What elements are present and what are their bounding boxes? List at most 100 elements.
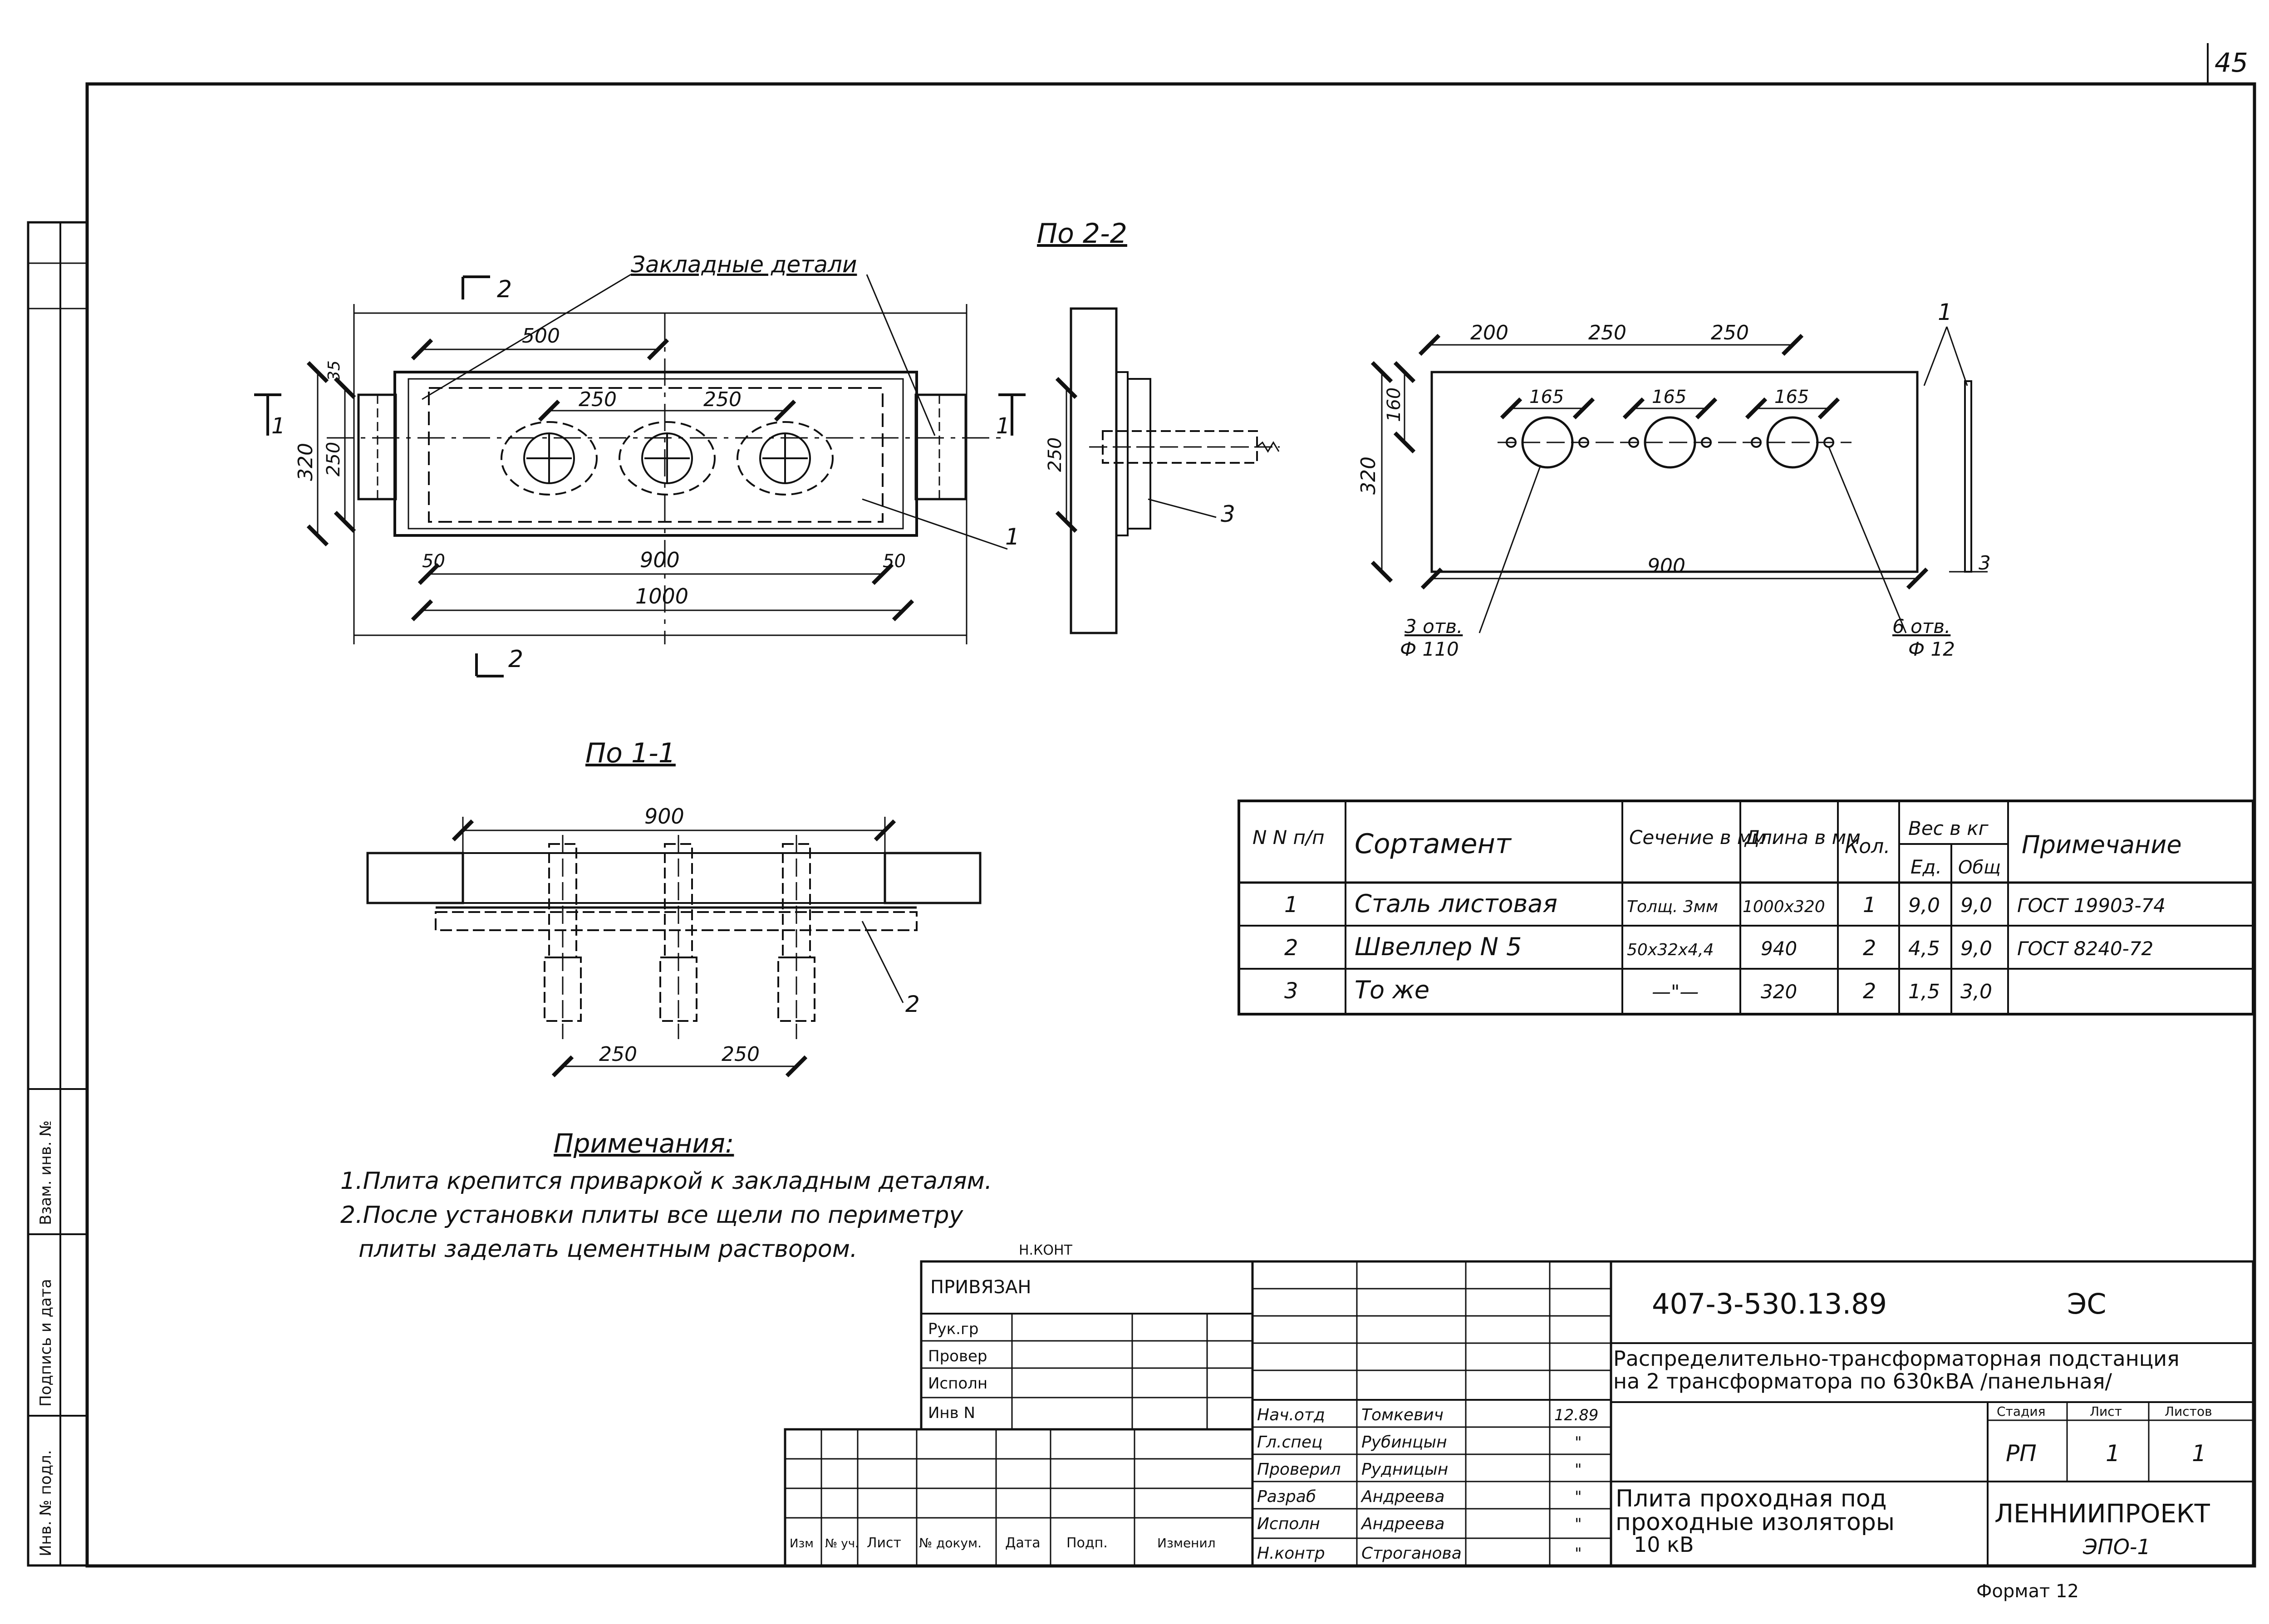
- ruk-gr-label: Рук.гр: [928, 1320, 978, 1338]
- table-row: 2 Швеллер N 5 50х32х4,4 940 2 4,5 9,0 ГО…: [1284, 932, 2153, 961]
- note-line-2: 2.После установки плиты все щели по пери…: [340, 1202, 963, 1229]
- svg-text:Сталь листовая: Сталь листовая: [1355, 889, 1557, 918]
- insulator-2: [619, 421, 716, 496]
- signature-row: Проверил Рудницын ": [1257, 1460, 1582, 1479]
- th-assortment: Сортамент: [1355, 828, 1512, 860]
- plate-dim-165-a: 165: [1529, 387, 1564, 407]
- drawing-line-1: Плита проходная под: [1616, 1485, 1887, 1512]
- signature-row: Нач.отд Томкевич 12.89: [1257, 1406, 1598, 1424]
- svg-text:Н.контр: Н.контр: [1257, 1544, 1325, 1563]
- svg-text:—"—: —"—: [1652, 981, 1699, 1003]
- table-row: 3 То же —"— 320 2 1,5 3,0: [1284, 976, 1992, 1004]
- th-length: Длина в мм: [1744, 826, 1861, 849]
- svg-text:Исполн: Исполн: [1257, 1515, 1320, 1533]
- left-margin-strip: Взам. инв. № Подпись и дата Инв. № подл.: [27, 221, 88, 1567]
- change-col-list: Лист: [867, 1535, 901, 1551]
- nkont-label: Н.КОНТ: [1019, 1242, 1073, 1258]
- section-2-2-view: По 2-2 250 3: [1037, 218, 1280, 634]
- svg-text:Томкевич: Томкевич: [1361, 1406, 1444, 1424]
- bolt-2: [659, 835, 697, 1039]
- svg-text:320: 320: [1761, 981, 1797, 1003]
- th-num: N N п/п: [1252, 826, 1325, 849]
- th-section: Сечение в мм: [1629, 826, 1766, 849]
- plate-dim-165-b: 165: [1652, 387, 1686, 407]
- svg-text:": ": [1575, 1488, 1582, 1506]
- section-1-right: 1: [996, 413, 1010, 439]
- change-col-sign: Подп.: [1066, 1535, 1108, 1551]
- holes-large-count: 3 отв.: [1405, 615, 1463, 638]
- svg-text:9,0: 9,0: [1960, 894, 1992, 917]
- svg-text:ГОСТ 19903-74: ГОСТ 19903-74: [2017, 894, 2166, 917]
- change-col-uch: № уч.: [825, 1537, 859, 1550]
- view-2-2-title: По 2-2: [1037, 218, 1127, 250]
- insulator-1: [501, 421, 598, 496]
- section-2-bottom: 2: [508, 646, 523, 673]
- section-2-top: 2: [497, 276, 512, 303]
- change-col-izm: Изм: [790, 1537, 814, 1550]
- svg-text:3: 3: [1284, 978, 1298, 1004]
- ispoln-label: Исполн: [928, 1374, 987, 1393]
- strip-vzam-inv: Взам. инв. №: [37, 1120, 55, 1225]
- svg-text:12.89: 12.89: [1554, 1406, 1598, 1424]
- svg-text:Рубинцын: Рубинцын: [1361, 1433, 1447, 1452]
- doc-code: 407-3-530.13.89: [1652, 1287, 1887, 1320]
- signature-row: Разраб Андреева ": [1257, 1487, 1582, 1506]
- th-qty: Кол.: [1845, 835, 1890, 858]
- svg-text:Разраб: Разраб: [1257, 1487, 1316, 1506]
- change-col-changed: Изменил: [1157, 1536, 1216, 1550]
- v11-dim-900: 900: [644, 804, 684, 829]
- format-label: Формат 12: [1976, 1581, 2079, 1602]
- notes-title: Примечания:: [554, 1128, 734, 1159]
- svg-text:2: 2: [1863, 936, 1876, 960]
- plate-dim-250-a: 250: [1588, 321, 1626, 344]
- sheet-value: 1: [2106, 1440, 2120, 1467]
- privyazan-label: ПРИВЯЗАН: [930, 1277, 1031, 1298]
- note-line-1: 1.Плита крепится приваркой к закладным д…: [340, 1168, 992, 1195]
- table-row: 1 Сталь листовая Толщ. 3мм 1000х320 1 9,…: [1284, 889, 2166, 918]
- drawing-line-2: проходные изоляторы: [1616, 1509, 1895, 1536]
- dim-320: 320: [294, 443, 317, 481]
- plate-detail: 200 250 250 165 165 165 160 320 900 3 1 …: [1357, 299, 1991, 660]
- svg-text:": ": [1575, 1461, 1582, 1479]
- svg-text:3,0: 3,0: [1960, 980, 1992, 1003]
- dim-1000: 1000: [635, 584, 688, 608]
- change-col-doc: № докум.: [919, 1536, 982, 1550]
- plate-dim-165-c: 165: [1774, 387, 1809, 407]
- plate-leader-1: 1: [1938, 299, 1952, 325]
- svg-text:1: 1: [1284, 892, 1298, 917]
- notes: Примечания: 1.Плита крепится приваркой к…: [340, 1128, 1073, 1263]
- svg-text:": ": [1575, 1433, 1582, 1452]
- object-line-2: на 2 трансформатора по 630кВА /панельная…: [1613, 1369, 2112, 1393]
- section-1-left: 1: [271, 413, 285, 439]
- svg-text:1000х320: 1000х320: [1743, 898, 1825, 916]
- sheets-value: 1: [2192, 1440, 2206, 1467]
- svg-text:Строганова: Строганова: [1361, 1544, 1462, 1563]
- view-1-1-title: По 1-1: [585, 737, 676, 769]
- dim-50-left: 50: [422, 551, 445, 572]
- change-col-date: Дата: [1005, 1535, 1041, 1551]
- plate-thickness: 3: [1979, 552, 1991, 574]
- svg-text:Андреева: Андреева: [1360, 1487, 1444, 1506]
- inv-n-label: Инв N: [928, 1404, 975, 1422]
- svg-text:": ": [1575, 1545, 1582, 1563]
- svg-text:Швеллер N 5: Швеллер N 5: [1355, 932, 1522, 961]
- svg-text:940: 940: [1761, 937, 1797, 960]
- svg-text:ГОСТ 8240-72: ГОСТ 8240-72: [2017, 937, 2153, 960]
- stage-value: РП: [2006, 1440, 2037, 1467]
- svg-text:Толщ. 3мм: Толщ. 3мм: [1627, 898, 1718, 916]
- signature-row: Гл.спец Рубинцын ": [1257, 1433, 1582, 1452]
- svg-text:": ": [1575, 1515, 1582, 1533]
- svg-text:4,5: 4,5: [1908, 937, 1940, 960]
- th-note: Примечание: [2022, 830, 2182, 859]
- prover-label: Провер: [928, 1347, 987, 1365]
- plate-dim-160: 160: [1384, 388, 1405, 422]
- strip-podp-data: Подпись и дата: [37, 1279, 55, 1407]
- holes-small-count: 6 отв.: [1892, 615, 1950, 638]
- plate-dim-900: 900: [1647, 554, 1685, 578]
- plate-dim-250-b: 250: [1711, 321, 1749, 344]
- svg-text:Гл.спец: Гл.спец: [1257, 1433, 1323, 1452]
- dim-35: 35: [325, 360, 344, 381]
- svg-text:9,0: 9,0: [1960, 937, 1992, 960]
- embedded-parts-label: Закладные детали: [631, 251, 857, 278]
